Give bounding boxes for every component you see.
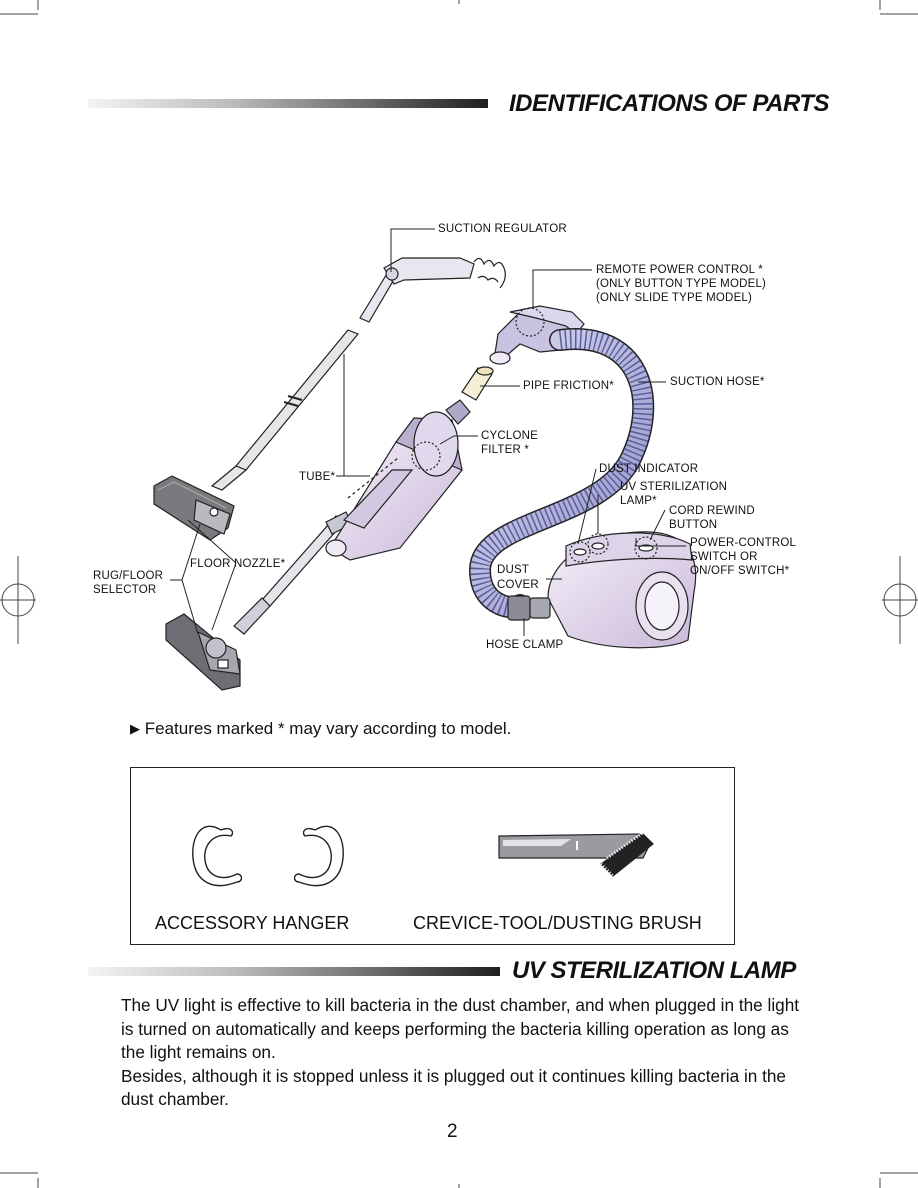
label-dust-indicator: DUST INDICATOR: [599, 463, 699, 475]
triangle-bullet-icon: ▶: [130, 721, 140, 736]
label-rug-floor-line1: RUG/FLOOR: [93, 570, 164, 582]
label-tube: TUBE*: [299, 471, 336, 483]
upper-floor-nozzle: [153, 475, 235, 541]
label-rug-floor-selector: RUG/FLOOR SELECTOR: [93, 569, 163, 597]
label-remote-power-control: REMOTE POWER CONTROL * (ONLY BUTTON TYPE…: [596, 263, 766, 305]
label-cyclone-filter-line2: FILTER *: [481, 444, 530, 456]
label-rug-floor-line2: SELECTOR: [93, 584, 157, 596]
section-title-uv: UV STERILIZATION LAMP: [512, 957, 796, 984]
label-dust-cover-line2: COVER: [497, 579, 539, 591]
label-power-control-switch: POWER-CONTROL SWITCH OR ON/OFF SWITCH*: [690, 536, 796, 578]
label-cord-rewind-line1: CORD REWIND: [669, 505, 755, 517]
uv-description: The UV light is effective to kill bacter…: [121, 994, 811, 1112]
label-power-control-line2: SWITCH OR: [690, 551, 758, 563]
page-number: 2: [447, 1121, 458, 1142]
uv-paragraph-1: The UV light is effective to kill bacter…: [121, 995, 800, 1063]
model-variation-note: ▶ Features marked * may vary according t…: [130, 719, 511, 739]
uv-paragraph-2: Besides, although it is stopped unless i…: [121, 1065, 786, 1110]
cyclone-canister: [325, 399, 471, 561]
label-cord-rewind-line2: BUTTON: [669, 519, 718, 531]
accessory-hanger-illustration: [192, 825, 344, 887]
label-remote-power-control-line1: REMOTE POWER CONTROL *: [596, 264, 763, 276]
assembled-tube: [233, 511, 353, 635]
suction-regulator-coil: [473, 257, 506, 289]
label-power-control-line1: POWER-CONTROL: [690, 537, 797, 549]
section-title-parts: IDENTIFICATIONS OF PARTS: [509, 90, 830, 117]
label-remote-slide-model: (ONLY SLIDE TYPE MODEL): [596, 292, 753, 304]
note-text: Features marked * may vary according to …: [144, 719, 512, 738]
label-cyclone-filter-line1: CYCLONE: [481, 430, 538, 442]
label-floor-nozzle: FLOOR NOZZLE*: [190, 558, 286, 570]
label-uv-lamp-line1: UV STERILIZATION: [620, 481, 728, 493]
crevice-tool-illustration: [498, 828, 654, 878]
label-dust-cover-line1: DUST: [497, 564, 530, 576]
label-dust-cover: DUST COVER: [497, 563, 539, 593]
label-cord-rewind-button: CORD REWIND BUTTON: [669, 504, 755, 532]
label-uv-lamp-line2: LAMP*: [620, 495, 657, 507]
label-power-control-line3: ON/OFF SWITCH*: [690, 565, 790, 577]
label-remote-button-model: (ONLY BUTTON TYPE MODEL): [596, 278, 767, 290]
section-divider-bar: [88, 99, 488, 108]
main-body: [507, 531, 697, 649]
label-uv-sterilization-lamp: UV STERILIZATION LAMP*: [620, 480, 727, 508]
accessory-hanger-caption: ACCESSORY HANGER: [155, 913, 350, 933]
label-pipe-friction: PIPE FRICTION*: [523, 380, 614, 392]
label-hose-clamp: HOSE CLAMP: [486, 639, 564, 651]
section-divider-bar-uv: [88, 967, 500, 976]
highlight-circles: [411, 307, 658, 563]
label-cyclone-filter: CYCLONE FILTER *: [481, 429, 538, 457]
accessories-box: ACCESSORY HANGER CREVICE-TOOL/DUSTING BR…: [130, 767, 735, 945]
suction-regulator-part: [359, 257, 475, 323]
tube-part: [210, 329, 359, 491]
label-suction-hose: SUCTION HOSE*: [670, 376, 765, 388]
leader-lines: [170, 228, 686, 636]
label-suction-regulator: SUCTION REGULATOR: [438, 223, 567, 235]
pipe-friction-part: [461, 366, 494, 401]
crevice-tool-caption: CREVICE-TOOL/DUSTING BRUSH: [413, 913, 702, 933]
lower-floor-nozzle: [165, 613, 241, 691]
